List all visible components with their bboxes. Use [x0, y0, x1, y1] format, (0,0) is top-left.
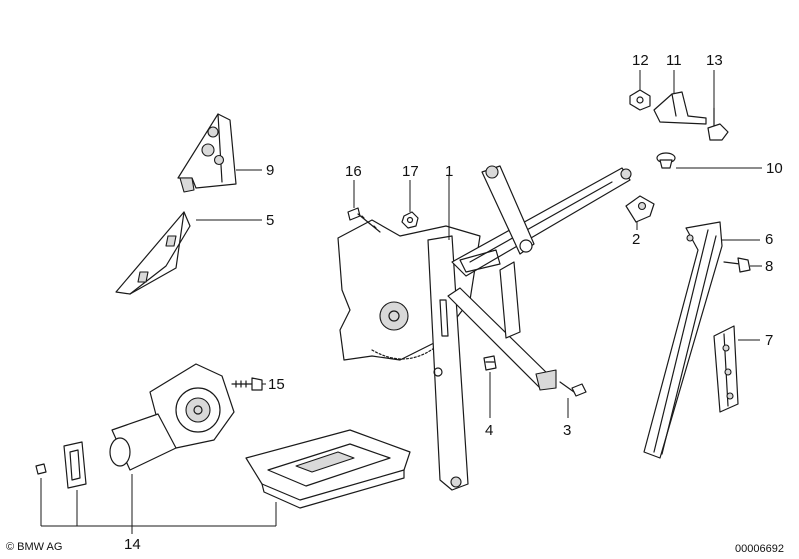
callout-12[interactable]: 12	[632, 52, 649, 69]
callout-4[interactable]: 4	[485, 422, 494, 439]
callout-1[interactable]: 1	[445, 163, 454, 180]
part-2-bracket[interactable]	[625, 195, 655, 223]
callout-7[interactable]: 7	[765, 332, 774, 349]
callout-6[interactable]: 6	[765, 231, 774, 248]
part-11-bracket[interactable]	[653, 91, 707, 125]
callout-13[interactable]: 13	[706, 52, 723, 69]
callout-2[interactable]: 2	[632, 231, 641, 248]
callout-5[interactable]: 5	[266, 212, 275, 229]
callout-9[interactable]: 9	[266, 162, 275, 179]
part-4-clip[interactable]	[483, 355, 497, 371]
part-13-bolt[interactable]	[707, 107, 729, 141]
part-16-bolt[interactable]	[347, 207, 381, 233]
leader-14	[40, 474, 277, 534]
part-1-window-regulator[interactable]	[337, 165, 632, 491]
part-17-nut[interactable]	[401, 211, 419, 229]
callout-3[interactable]: 3	[563, 422, 572, 439]
part-15-screw[interactable]	[231, 377, 263, 391]
part-6-guide-rail[interactable]	[643, 221, 723, 459]
copyright-text: © BMW AG	[6, 541, 63, 553]
part-5-corner-wedge[interactable]	[115, 211, 191, 295]
callout-17[interactable]: 17	[402, 163, 419, 180]
callout-14[interactable]: 14	[124, 536, 141, 553]
part-8-screw[interactable]	[723, 257, 751, 273]
part-3-bolt[interactable]	[559, 381, 587, 397]
part-9-triangle-trim[interactable]	[177, 113, 237, 193]
callout-16[interactable]: 16	[345, 163, 362, 180]
part-14-window-motor[interactable]	[35, 363, 411, 509]
part-7-slider-block[interactable]	[713, 325, 739, 413]
drawing-number: 00006692	[735, 543, 784, 555]
callout-15[interactable]: 15	[268, 376, 285, 393]
callout-10[interactable]: 10	[766, 160, 783, 177]
part-12-nut[interactable]	[629, 89, 651, 111]
callout-11[interactable]: 11	[666, 52, 682, 69]
callout-8[interactable]: 8	[765, 258, 774, 275]
part-10-plug[interactable]	[656, 152, 676, 169]
